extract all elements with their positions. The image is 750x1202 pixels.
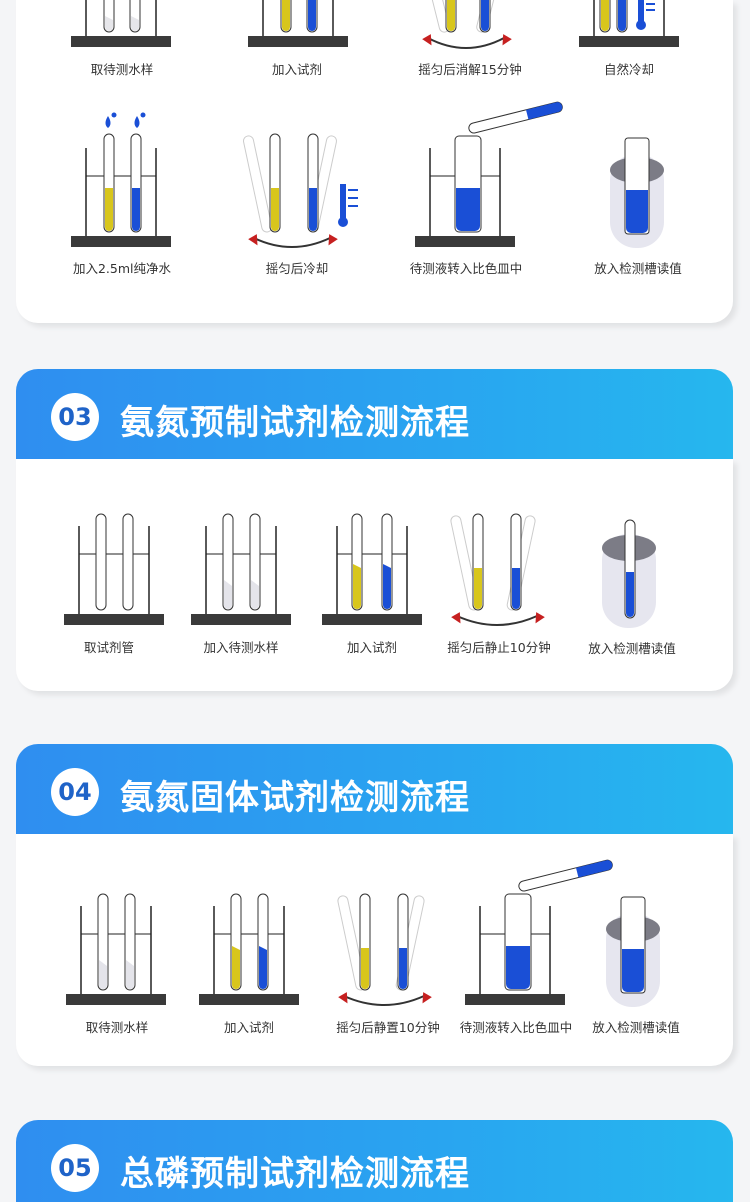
- caption-step-3: 摇匀后消解15分钟: [418, 62, 522, 77]
- caption-04-5: 放入检测槽读值: [592, 1020, 680, 1035]
- detector-slot-icon-1: [610, 137, 664, 248]
- section-title: 氨氮预制试剂检测流程: [120, 403, 470, 443]
- sample-tubes-icon: [191, 513, 291, 625]
- rack-icon-2: [248, 0, 348, 47]
- section-number-badge: 05: [51, 1144, 99, 1192]
- empty-tubes-icon: [64, 513, 164, 625]
- shake-cool-icon: [242, 133, 358, 248]
- detector-slot-icon-04: [606, 896, 660, 1007]
- add-water-icon: [71, 112, 171, 247]
- caption-04-4: 待测液转入比色皿中: [459, 1020, 573, 1035]
- rack-icon-1: [71, 0, 171, 47]
- caption-04-1: 取待测水样: [85, 1020, 149, 1035]
- reagent-tubes-icon: [322, 513, 422, 625]
- shake-icon-03: [450, 513, 545, 626]
- caption-step-7: 待测液转入比色皿中: [409, 261, 523, 276]
- caption-03-4: 摇匀后静止10分钟: [447, 640, 551, 655]
- caption-step-6: 摇匀后冷却: [265, 261, 329, 276]
- caption-03-3: 加入试剂: [346, 640, 398, 655]
- transfer-cuvette-icon-04: [465, 859, 613, 1005]
- sample-tubes-icon-04: [66, 893, 166, 1005]
- section-number-badge: 04: [51, 768, 99, 816]
- section-03-header: 03 氨氮预制试剂检测流程: [16, 369, 733, 459]
- caption-04-2: 加入试剂: [223, 1020, 275, 1035]
- section-title: 氨氮固体试剂检测流程: [120, 778, 470, 818]
- caption-step-4: 自然冷却: [603, 62, 655, 77]
- section-04-header: 04 氨氮固体试剂检测流程: [16, 744, 733, 834]
- caption-step-8: 放入检测槽读值: [594, 261, 682, 276]
- transfer-cuvette-icon: [415, 101, 563, 247]
- caption-step-1: 取待测水样: [90, 62, 154, 77]
- caption-03-5: 放入检测槽读值: [588, 641, 676, 656]
- shake-icon-04: [337, 893, 432, 1006]
- caption-03-2: 加入待测水样: [203, 640, 279, 655]
- caption-step-5: 加入2.5ml纯净水: [72, 261, 172, 276]
- reagent-tubes-icon-04: [199, 893, 299, 1005]
- shake-icon-1: [422, 0, 512, 49]
- section-title: 总磷预制试剂检测流程: [120, 1154, 470, 1194]
- caption-03-1: 取试剂管: [83, 640, 135, 655]
- caption-04-3: 摇匀后静置10分钟: [336, 1020, 440, 1035]
- section-05-header: 05 总磷预制试剂检测流程: [16, 1120, 733, 1202]
- caption-step-2: 加入试剂: [271, 62, 323, 77]
- detector-slot-icon-03: [602, 519, 656, 628]
- cool-icon-1: [579, 0, 679, 47]
- section-number-badge: 03: [51, 393, 99, 441]
